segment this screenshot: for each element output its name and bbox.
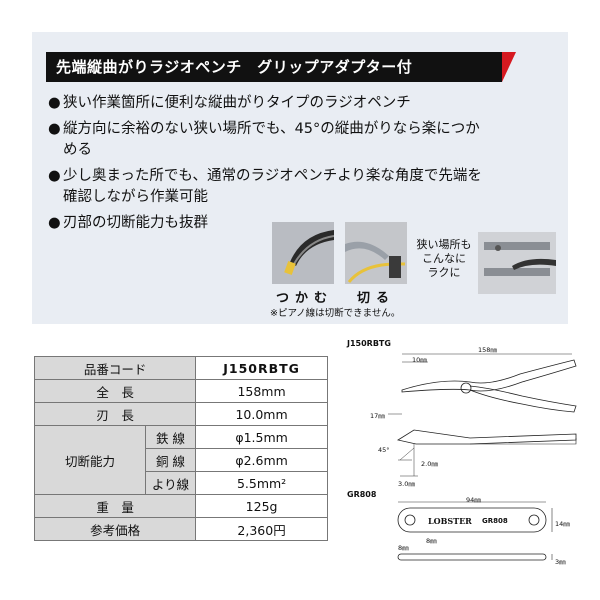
feature-item: ● 狭い作業箇所に便利な縦曲がりタイプのラジオペンチ: [48, 93, 488, 114]
bullet-icon: ●: [48, 121, 61, 137]
dim-adapter-hole-left: 8㎜: [398, 544, 409, 552]
spec-table: 品番コード J150RBTG 全 長 158mm 刃 長 10.0mm 切断能力…: [33, 356, 328, 541]
dim-adapter-height: 14㎜: [555, 520, 570, 528]
table-row: 切断能力 鉄 線 φ1.5mm: [34, 425, 328, 495]
code-value: J150RBTG: [195, 356, 328, 380]
cut-row-value: φ1.5mm: [195, 425, 328, 449]
caption-grip: つかむ: [276, 291, 334, 306]
dim-adapter-hole-right: 8㎜: [426, 537, 437, 545]
dim-adapter-length: 94㎜: [466, 496, 481, 504]
feature-item: ● 縦方向に余裕のない狭い場所でも、45°の縦曲がりなら楽につかめる: [48, 119, 488, 161]
plier-narrow-image: [478, 232, 556, 294]
cut-row-label: より線: [144, 471, 197, 495]
cut-row-label: 鉄 線: [144, 425, 197, 449]
photo-grip: [272, 222, 334, 284]
piano-wire-note: ※ピアノ線は切断できません。: [270, 308, 401, 319]
dim-thickness: 2.0㎜: [421, 460, 438, 468]
weight-value: 125g: [195, 494, 328, 518]
cut-row-value: φ2.6mm: [195, 448, 328, 472]
length-value: 158mm: [195, 379, 328, 403]
dim-tip: 10㎜: [412, 356, 427, 364]
plier-diagram: [388, 353, 577, 561]
dim-tip-width: 3.0㎜: [398, 480, 415, 488]
dim-adapter-thickness: 3㎜: [555, 558, 566, 566]
adapter-model: GR808: [347, 490, 377, 499]
adapter-code: GR808: [482, 517, 508, 525]
dim-angle-width: 17㎜: [370, 412, 385, 420]
dim-angle: 45°: [378, 446, 390, 454]
photo-narrow: [478, 232, 556, 294]
photo-cut: [345, 222, 407, 284]
code-label: 品番コード: [33, 356, 197, 380]
weight-label: 重 量: [33, 494, 197, 518]
table-row: 品番コード J150RBTG: [33, 356, 328, 380]
table-row: 銅 線 φ2.6mm: [35, 448, 328, 472]
feature-item: ● 刃部の切断能力も抜群: [48, 213, 488, 234]
price-label: 参考価格: [33, 517, 197, 541]
cut-row-value: 5.5mm²: [195, 471, 328, 495]
cut-label: 切断能力: [34, 425, 146, 495]
table-row: 参考価格 2,360円: [33, 517, 328, 541]
diagram-model: J150RBTG: [347, 339, 391, 348]
product-title: 先端縦曲がりラジオペンチ グリップアダプター付: [46, 52, 516, 82]
bullet-icon: ●: [48, 215, 61, 231]
cut-row-label: 銅 線: [144, 448, 197, 472]
blade-label: 刃 長: [33, 402, 197, 426]
feature-item: ● 少し奥まった所でも、通常のラジオペンチより楽な角度で先端を確認しながら作業可…: [48, 166, 488, 208]
table-row: 重 量 125g: [33, 494, 328, 518]
bullet-icon: ●: [48, 168, 61, 184]
plier-grip-image: [272, 222, 334, 284]
caption-cut: 切る: [357, 291, 396, 306]
side-note: 狭い場所も こんなに ラクに: [416, 238, 472, 279]
adapter-brand: LOBSTER: [428, 516, 472, 526]
blade-value: 10.0mm: [195, 402, 328, 426]
feature-list: ● 狭い作業箇所に便利な縦曲がりタイプのラジオペンチ ● 縦方向に余裕のない狭い…: [48, 93, 488, 239]
table-row: 全 長 158mm: [33, 379, 328, 403]
table-row: 刃 長 10.0mm: [33, 402, 328, 426]
table-row: より線 5.5mm²: [35, 471, 328, 495]
bullet-icon: ●: [48, 95, 61, 111]
dim-length: 158㎜: [478, 346, 497, 354]
price-value: 2,360円: [195, 517, 328, 541]
plier-cut-image: [345, 222, 407, 284]
length-label: 全 長: [33, 379, 197, 403]
